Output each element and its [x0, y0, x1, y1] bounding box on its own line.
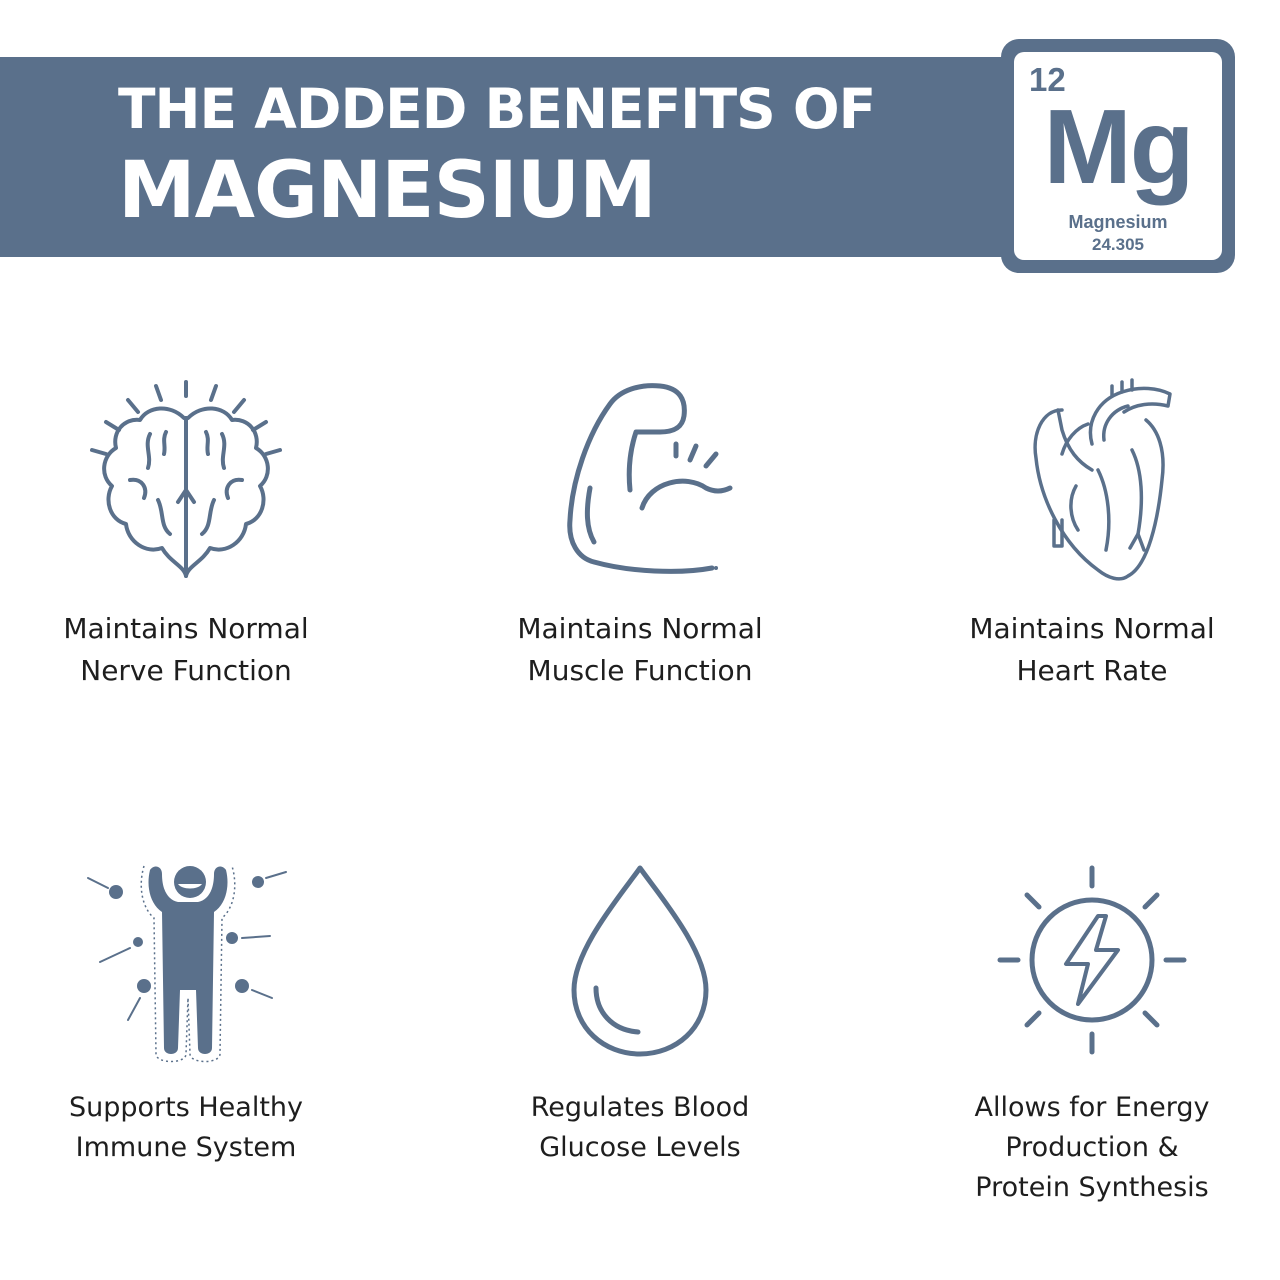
element-symbol: Mg	[1043, 88, 1194, 206]
benefit-caption-energy: Allows for Energy Production & Protein S…	[932, 1088, 1252, 1208]
periodic-element-tile: 12 Mg Magnesium 24.305	[1001, 39, 1235, 273]
caption-line: Supports Healthy	[68, 1092, 304, 1123]
flexed-arm-icon	[520, 370, 760, 590]
header-banner	[0, 57, 1010, 257]
caption-line: Nerve Function	[80, 654, 292, 687]
caption-line: Maintains Normal	[63, 612, 309, 645]
headline-line-1: THE ADDED BENEFITS OF	[118, 77, 876, 141]
caption-line: Maintains Normal	[517, 612, 763, 645]
atomic-number: 12	[1029, 61, 1066, 98]
caption-line: Maintains Normal	[969, 612, 1215, 645]
brain-icon	[66, 370, 306, 590]
benefit-caption-immune: Supports Healthy Immune System	[26, 1088, 346, 1168]
energy-sun-icon	[972, 850, 1212, 1070]
caption-line: Immune System	[75, 1132, 297, 1163]
benefit-caption-muscle: Maintains Normal Muscle Function	[480, 608, 800, 692]
water-drop-icon	[520, 850, 760, 1070]
caption-line: Glucose Levels	[539, 1132, 741, 1163]
benefit-caption-heart: Maintains Normal Heart Rate	[932, 608, 1252, 692]
periodic-element-inner: 12 Mg Magnesium 24.305	[1014, 52, 1222, 260]
atomic-weight: 24.305	[1092, 235, 1144, 254]
heart-icon	[982, 370, 1222, 590]
caption-line: Muscle Function	[527, 654, 753, 687]
caption-line: Protein Synthesis	[975, 1172, 1209, 1203]
immune-person-icon	[66, 850, 306, 1070]
element-name: Magnesium	[1068, 212, 1168, 232]
caption-line: Regulates Blood	[530, 1092, 750, 1123]
headline-line-2: MAGNESIUM	[118, 146, 657, 236]
benefit-caption-nerve: Maintains Normal Nerve Function	[26, 608, 346, 692]
benefit-caption-glucose: Regulates Blood Glucose Levels	[480, 1088, 800, 1168]
caption-line: Production &	[1005, 1132, 1179, 1163]
caption-line: Heart Rate	[1016, 654, 1168, 687]
caption-line: Allows for Energy	[974, 1092, 1210, 1123]
